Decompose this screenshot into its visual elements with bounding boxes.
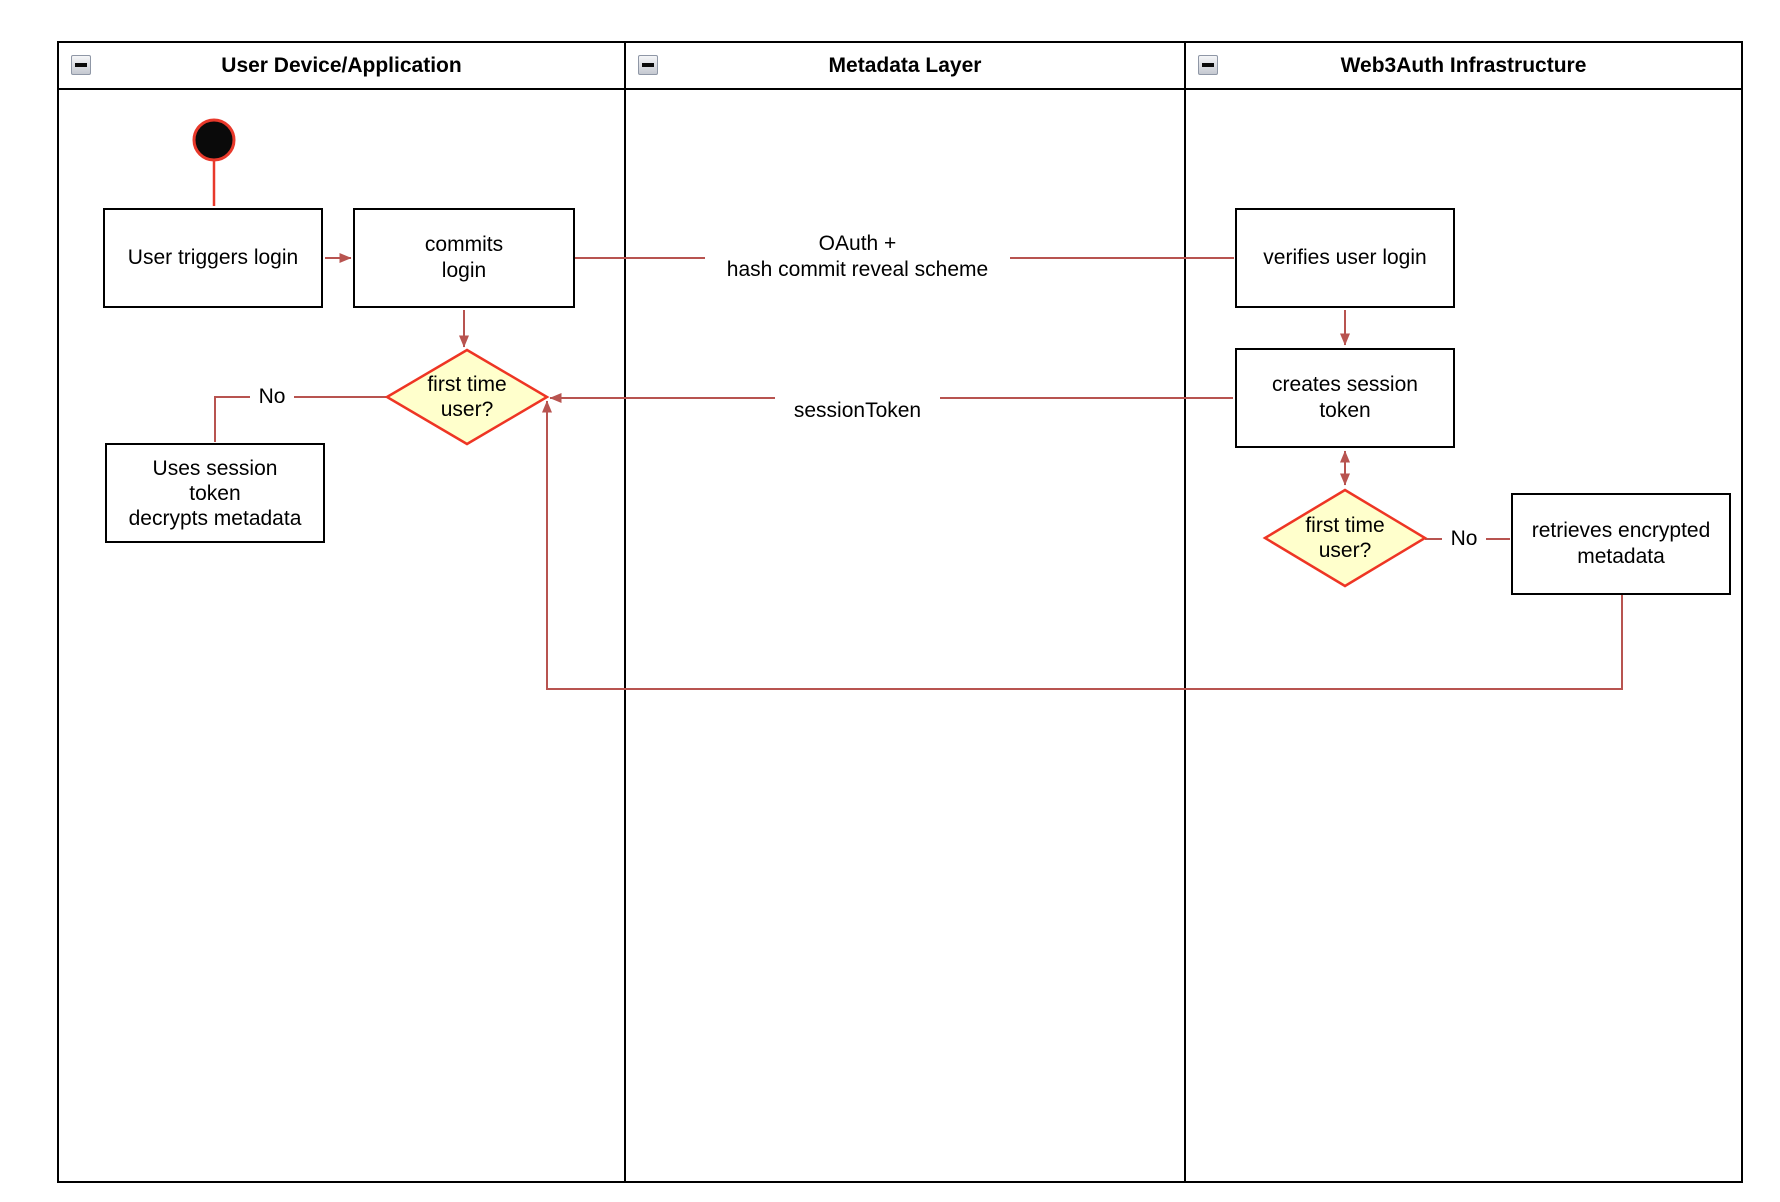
- activity-label: User triggers login: [127, 246, 299, 269]
- decision1-label: first time user?: [427, 373, 507, 421]
- activity-label: creates session token: [1272, 373, 1418, 422]
- lane-title-metadata-layer: Metadata Layer: [828, 53, 982, 77]
- decision1-first-time-user[interactable]: [384, 348, 550, 446]
- minus-glyph: [1202, 63, 1214, 67]
- activity-user-triggers-login[interactable]: User triggers login: [103, 208, 323, 308]
- edge-label-no-right: No: [1442, 526, 1486, 552]
- activity-label: verifies user login: [1263, 246, 1427, 269]
- swimlane-metadata-layer: Metadata Layer: [624, 43, 1184, 1181]
- swimlane-user-device: User Device/Application: [59, 43, 624, 1181]
- start-node[interactable]: [192, 118, 236, 162]
- activity-label: commits login: [424, 233, 504, 282]
- activity-uses-session-token[interactable]: Uses session token decrypts metadata: [105, 443, 325, 543]
- edge-loop-retrieves-to-decision1: [542, 400, 1623, 690]
- edge-label-session-token: sessionToken: [775, 391, 940, 424]
- activity-label: retrieves encrypted metadata: [1531, 519, 1711, 568]
- lane-title-user-device: User Device/Application: [221, 53, 462, 77]
- swimlane-header-metadata-layer: Metadata Layer: [626, 43, 1184, 90]
- activity-label: Uses session token decrypts metadata: [128, 456, 302, 530]
- edge-label-no-left: No: [250, 384, 294, 410]
- minus-glyph: [75, 63, 87, 67]
- lane-title-web3auth: Web3Auth Infrastructure: [1340, 53, 1587, 77]
- activity-retrieves-encrypted-metadata[interactable]: retrieves encrypted metadata: [1511, 493, 1731, 595]
- decision2-first-time-user[interactable]: [1262, 488, 1428, 588]
- swimlane-web3auth: Web3Auth Infrastructure: [1184, 43, 1741, 1181]
- activity-commits-login[interactable]: commits login: [353, 208, 575, 308]
- edge-label-oauth: OAuth + hash commit reveal scheme: [705, 228, 1010, 286]
- swimlane-header-web3auth: Web3Auth Infrastructure: [1186, 43, 1741, 90]
- decision2-label: first time user?: [1305, 514, 1385, 562]
- activity-creates-session-token[interactable]: creates session token: [1235, 348, 1455, 448]
- minus-glyph: [642, 63, 654, 67]
- collapse-icon[interactable]: [71, 55, 91, 75]
- edge-decision1-no: [214, 396, 387, 442]
- swimlane-header-user-device: User Device/Application: [59, 43, 624, 90]
- activity-verifies-user-login[interactable]: verifies user login: [1235, 208, 1455, 308]
- collapse-icon[interactable]: [1198, 55, 1218, 75]
- collapse-icon[interactable]: [638, 55, 658, 75]
